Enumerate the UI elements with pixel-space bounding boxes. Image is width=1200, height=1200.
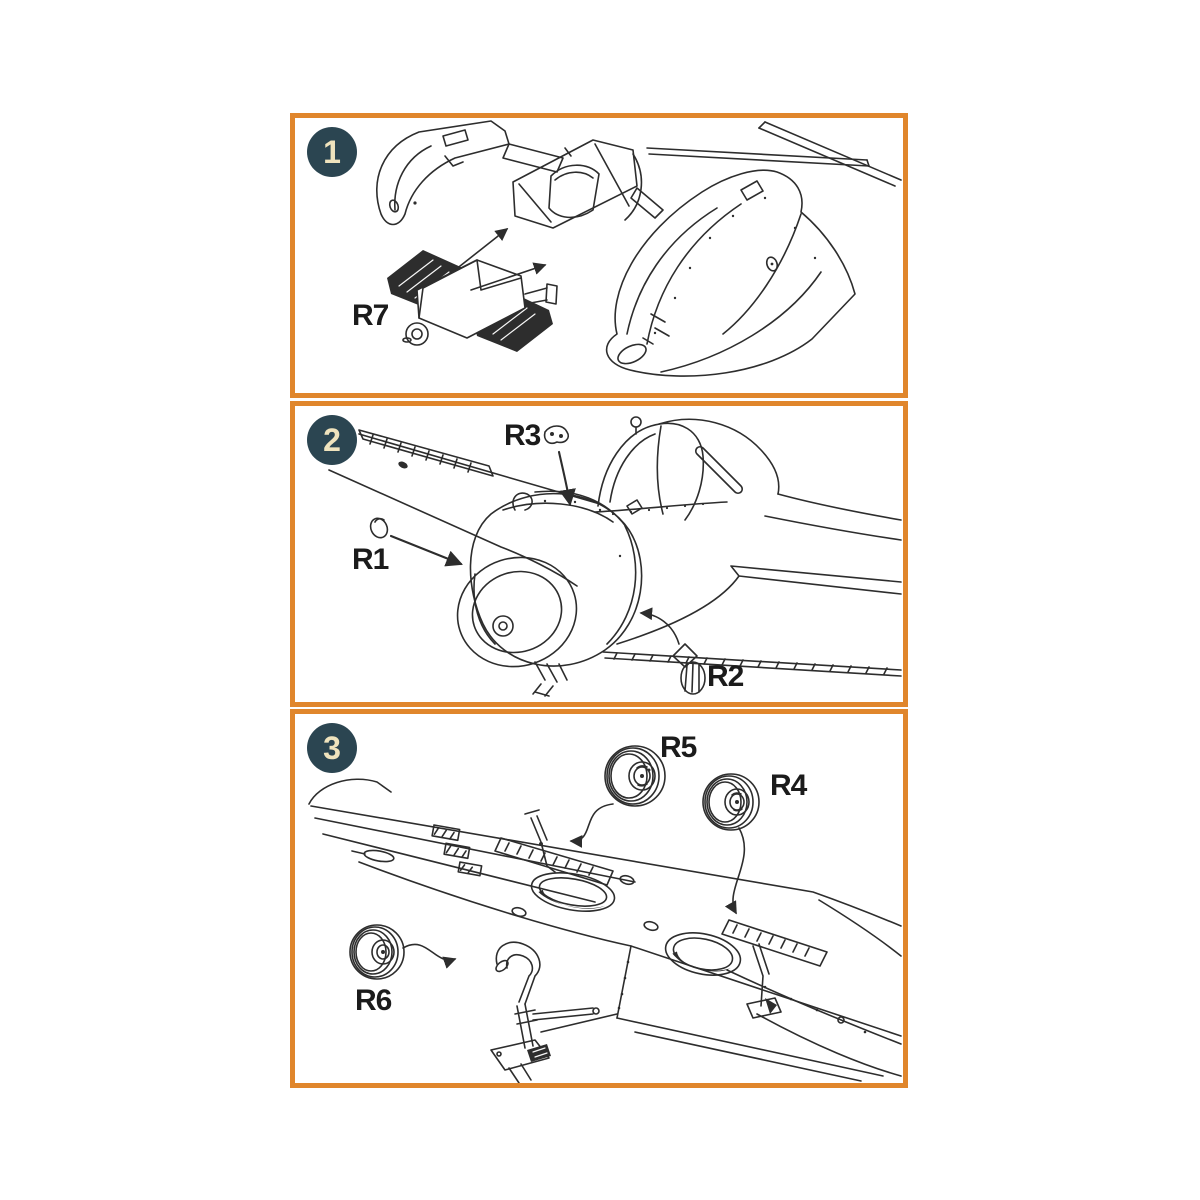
step-panel-1: 1 <box>290 113 908 398</box>
wing-leading-edge-drawing <box>602 651 902 695</box>
engine-part-drawing <box>387 250 558 352</box>
wing-underside-drawing <box>308 778 902 1082</box>
fuselage-half-drawing <box>605 169 856 377</box>
part-r2-drawing <box>639 607 698 668</box>
part-label-r4: R4 <box>770 769 807 802</box>
part-label-r7: R7 <box>352 299 389 332</box>
step-number-badge: 3 <box>307 723 357 773</box>
step-2-diagram <box>328 416 902 697</box>
assembly-arrows <box>454 228 547 291</box>
step-number-badge: 1 <box>307 127 357 177</box>
part-r3-drawing <box>543 425 576 507</box>
part-label-r1: R1 <box>352 543 389 576</box>
gear-leg-drawing <box>490 941 618 1083</box>
placement-arrows <box>402 803 746 969</box>
step-panel-3: 3 <box>290 709 908 1088</box>
part-r1-drawing <box>369 517 463 567</box>
spar-rails-drawing <box>646 121 902 187</box>
step-1-diagram <box>376 120 902 377</box>
cockpit-tub-drawing <box>512 139 664 229</box>
step-panel-2: 2 <box>290 401 908 707</box>
engine-cowling-drawing <box>456 490 643 697</box>
wheel-drawing-r6 <box>349 924 405 980</box>
part-label-r3: R3 <box>504 419 541 452</box>
wheel-drawing-r4 <box>702 773 760 831</box>
step-number-badge: 2 <box>307 415 357 465</box>
part-label-r5: R5 <box>660 731 697 764</box>
cowl-frame-part-drawing <box>376 120 564 226</box>
wheel-drawing-r5 <box>604 745 666 807</box>
canopy-fuselage-drawing <box>594 416 902 645</box>
step-3-diagram <box>308 745 902 1083</box>
part-label-r2: R2 <box>707 660 744 693</box>
part-label-r6: R6 <box>355 984 392 1017</box>
